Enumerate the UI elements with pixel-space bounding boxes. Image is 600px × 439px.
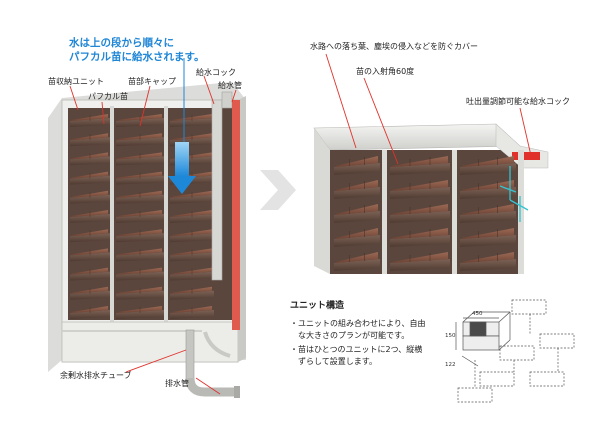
- dim-depth: 122: [445, 362, 456, 368]
- seedling-block: [390, 252, 450, 271]
- seedling-block: [170, 114, 214, 127]
- label-drain-pipe: 排水管: [165, 379, 189, 388]
- seedling-block: [390, 204, 450, 223]
- water-flow-arrow: [168, 142, 196, 194]
- transition-arrow-icon: [260, 170, 296, 210]
- seedling-block: [116, 190, 164, 204]
- seedling-block: [116, 229, 164, 243]
- seedling-block: [460, 204, 516, 223]
- seedling-block: [390, 180, 450, 199]
- right-leader-lines: [325, 53, 533, 165]
- water-lines: [499, 166, 529, 222]
- seedling-block: [116, 171, 164, 185]
- right-shelves: [334, 156, 516, 271]
- dim-height: 150: [445, 333, 456, 339]
- seedling-block: [170, 229, 214, 243]
- seedling-block: [116, 248, 164, 262]
- seedling-block: [170, 267, 214, 281]
- label-cover: 水路への落ち葉、塵埃の侵入などを防ぐカバー: [310, 42, 478, 51]
- seedling-block: [334, 180, 380, 199]
- label-angle: 苗の入射角60度: [356, 67, 415, 76]
- unit-structure-diagram: [455, 299, 575, 403]
- bullet-1-line-1: ・ユニットの組み合わせにより、自由: [290, 319, 426, 328]
- seedling-block: [170, 210, 214, 223]
- left-leader-lines: [69, 58, 237, 395]
- label-supply-cock: 給水コック: [196, 68, 236, 77]
- headline-line-2: パフカル苗に給水されます。: [69, 51, 205, 63]
- seedling-block: [390, 228, 450, 247]
- seedling-block: [70, 248, 110, 262]
- seedling-block: [70, 286, 110, 300]
- seedling-block: [334, 156, 380, 175]
- seedling-block: [460, 156, 516, 175]
- seedling-block: [390, 156, 450, 175]
- seedling-block: [70, 114, 110, 127]
- seedling-block: [170, 306, 214, 319]
- bullet-2-line-1: ・苗はひとつのユニットに2つ、縦横: [290, 345, 423, 354]
- seedling-block: [70, 190, 110, 204]
- unit-structure-title: ユニット構造: [290, 301, 345, 311]
- headline-line-1: 水は上の段から順々に: [69, 37, 174, 49]
- seedling-block: [70, 210, 110, 223]
- label-seedling-unit: 苗収納ユニット: [48, 77, 104, 86]
- left-shelves: [70, 114, 214, 319]
- left-supply-pipe: [211, 91, 240, 330]
- dim-width: 450: [472, 311, 483, 317]
- seedling-block: [116, 152, 164, 166]
- seedling-block: [170, 190, 214, 204]
- bullet-2-line-2: ずらして設置します。: [290, 357, 377, 366]
- seedling-block: [70, 229, 110, 243]
- seedling-block: [334, 228, 380, 247]
- seedling-block: [116, 210, 164, 223]
- label-seedling-cap: 苗部キャップ: [128, 77, 176, 86]
- seedling-block: [116, 306, 164, 319]
- seedling-block: [334, 204, 380, 223]
- seedling-block: [70, 152, 110, 166]
- label-supply-pipe: 給水管: [218, 81, 242, 90]
- seedling-block: [70, 306, 110, 319]
- label-puffcal-seedling: パフカル苗: [88, 92, 128, 101]
- seedling-block: [70, 133, 110, 147]
- seedling-block: [116, 286, 164, 300]
- seedling-block: [460, 252, 516, 271]
- label-cock: 吐出量調節可能な給水コック: [466, 97, 570, 106]
- seedling-block: [460, 180, 516, 199]
- right-zoom-cabinet: [313, 123, 549, 274]
- seedling-block: [116, 267, 164, 281]
- seedling-block: [170, 248, 214, 262]
- drain-pipes: [185, 329, 240, 398]
- seedling-block: [70, 171, 110, 185]
- seedling-block: [116, 114, 164, 127]
- seedling-block: [170, 286, 214, 300]
- seedling-block: [70, 267, 110, 281]
- seedling-block: [334, 252, 380, 271]
- seedling-block: [116, 133, 164, 147]
- label-overflow-tube: 余剰水排水チューブ: [60, 371, 132, 380]
- seedling-block: [460, 228, 516, 247]
- bullet-1-line-2: な大きさのプランが可能です。: [290, 331, 410, 340]
